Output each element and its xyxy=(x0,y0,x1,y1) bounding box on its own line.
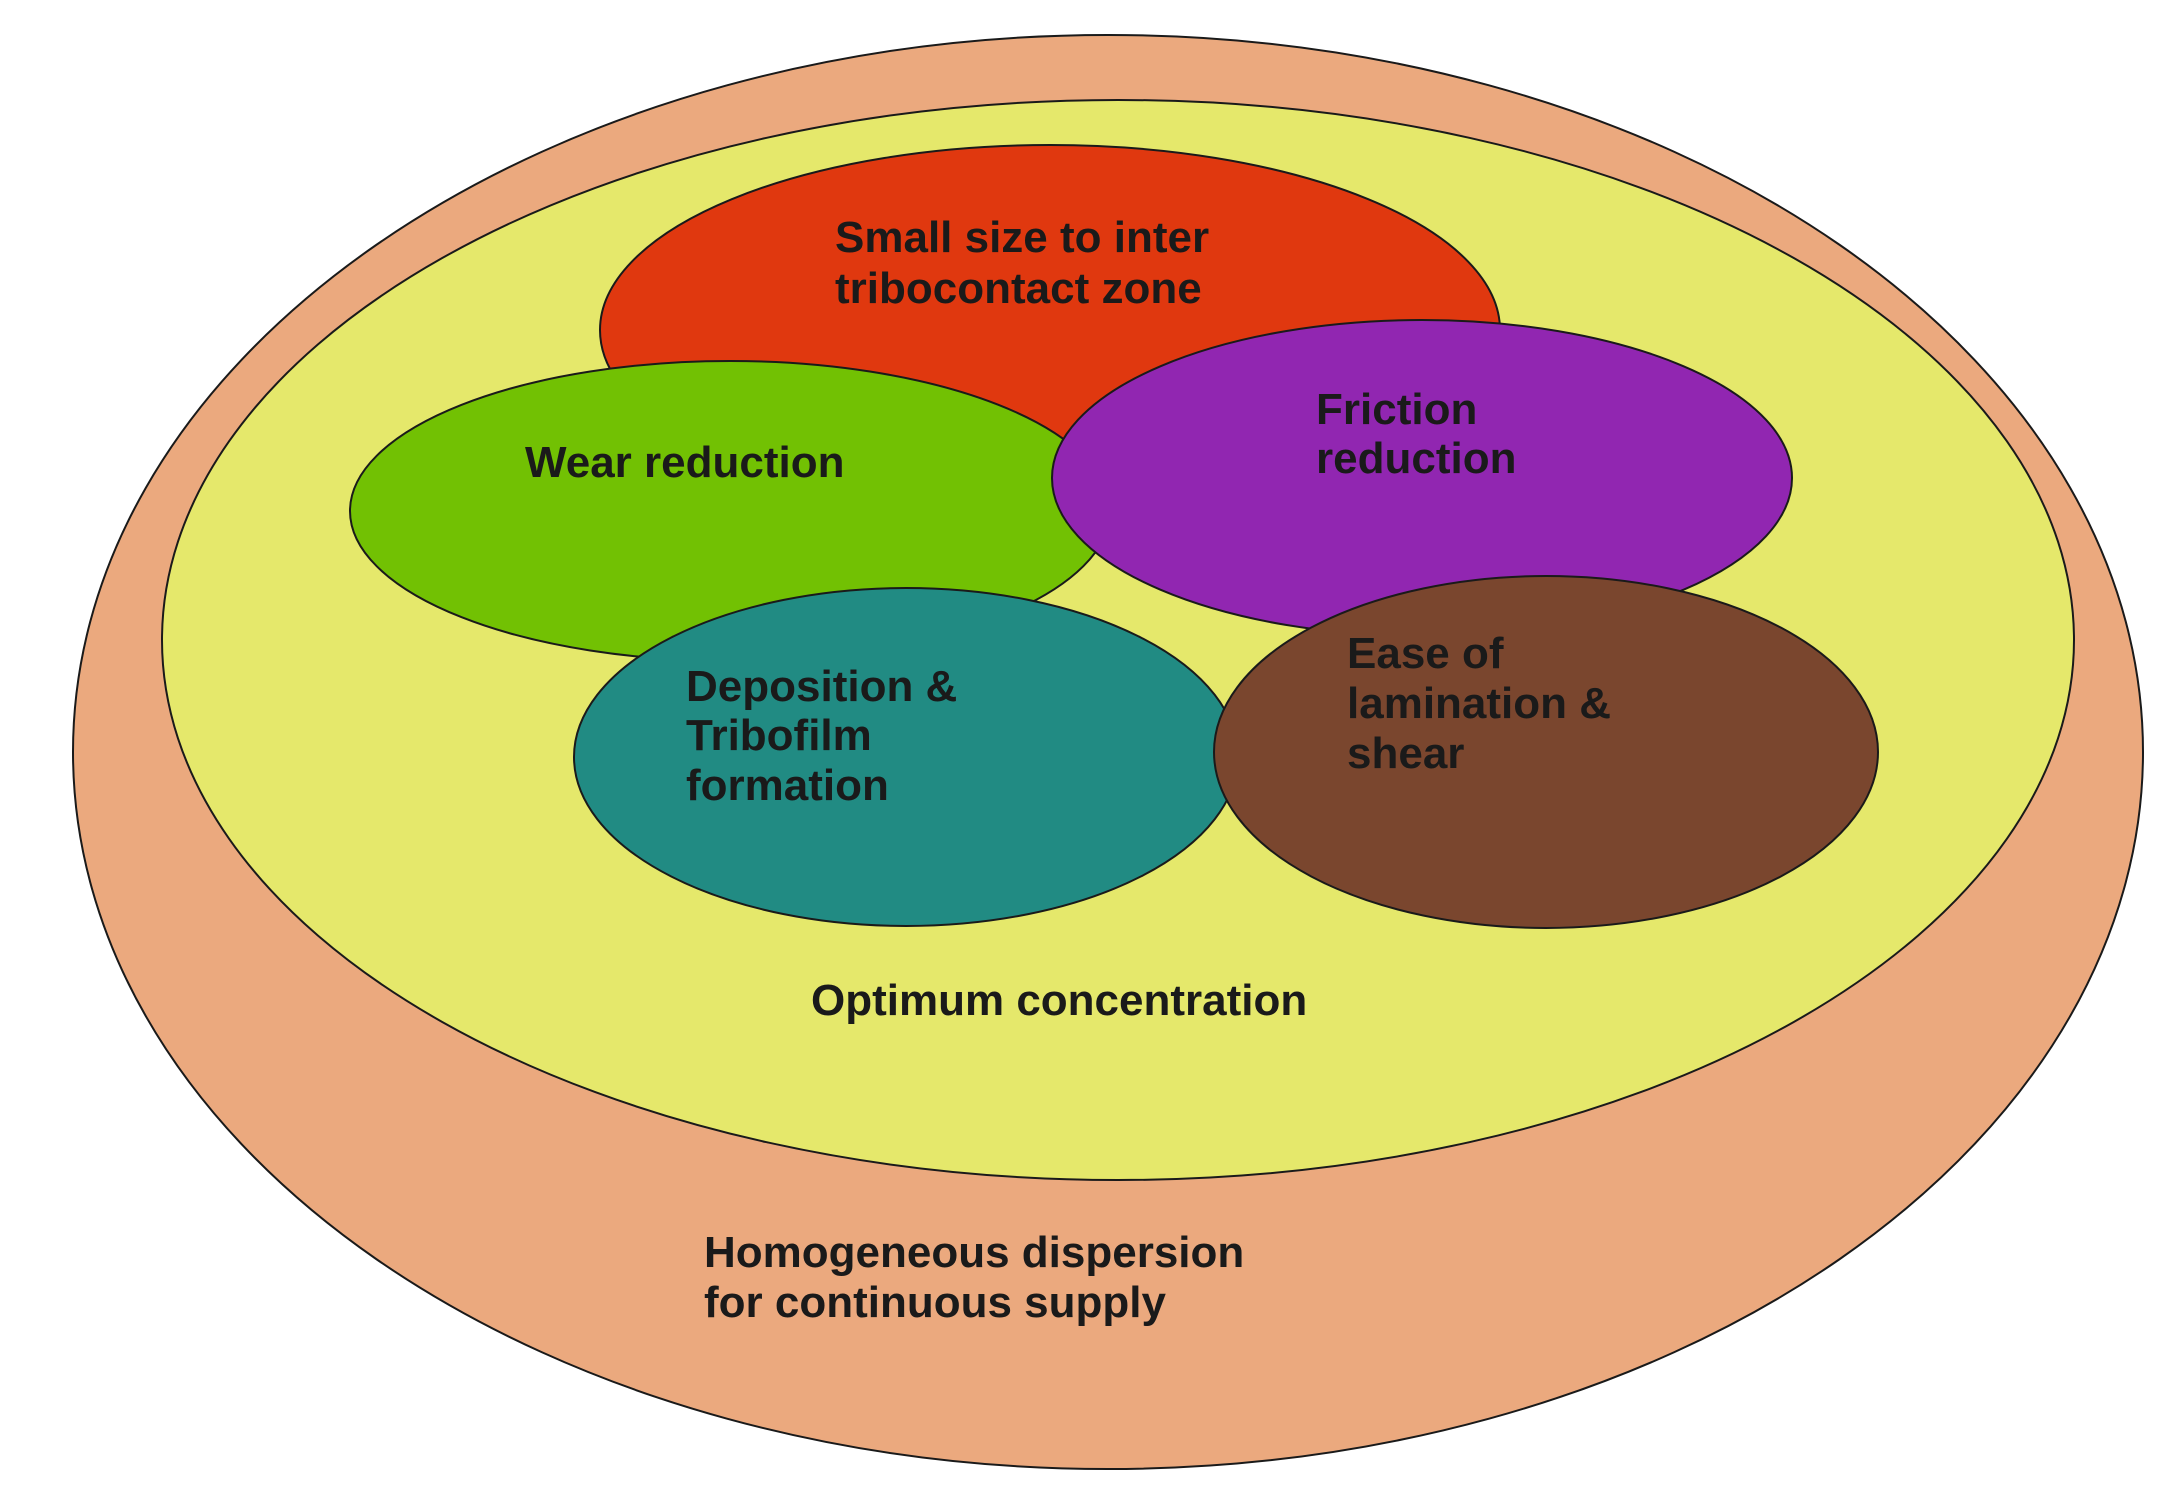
homogeneous-dispersion-label-line: for continuous supply xyxy=(704,1278,1167,1327)
small-size-label-line: Small size to inter xyxy=(835,213,1209,262)
lamination-label: Ease of lamination & shear xyxy=(1347,629,1623,778)
lamination-ellipse xyxy=(1213,575,1879,929)
lamination-label-line: lamination & xyxy=(1347,679,1611,728)
optimum-concentration-label: Optimum concentration xyxy=(811,976,1307,1025)
homogeneous-dispersion-label: Homogeneous dispersion for continuous su… xyxy=(704,1228,1257,1327)
lamination-label-line: shear xyxy=(1347,729,1464,778)
deposition-label-line: Deposition & xyxy=(686,662,957,711)
friction-reduction-label-line: reduction xyxy=(1316,434,1516,483)
homogeneous-dispersion-label-line: Homogeneous dispersion xyxy=(704,1228,1244,1277)
small-size-label: Small size to inter tribocontact zone xyxy=(835,213,1221,313)
lamination-label-line: Ease of xyxy=(1347,629,1504,678)
deposition-label: Deposition & Tribofilm formation xyxy=(686,662,970,810)
small-size-label-line: tribocontact zone xyxy=(835,264,1202,313)
deposition-ellipse xyxy=(573,587,1239,927)
wear-reduction-label: Wear reduction xyxy=(525,438,844,487)
optimum-concentration-label-line: Optimum concentration xyxy=(811,976,1307,1025)
friction-reduction-label: Friction reduction xyxy=(1316,385,1516,483)
deposition-label-line: Tribofilm xyxy=(686,711,872,760)
friction-reduction-label-line: Friction xyxy=(1316,385,1477,434)
deposition-label-line: formation xyxy=(686,761,889,810)
wear-reduction-label-line: Wear reduction xyxy=(525,438,844,487)
